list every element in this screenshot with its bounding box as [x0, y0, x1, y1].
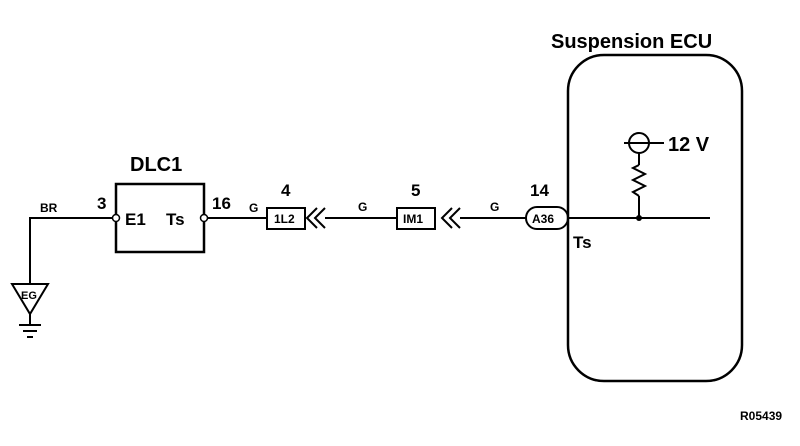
dlc1-pin-left: [111, 213, 121, 223]
im1-pin: 5: [411, 181, 420, 200]
ground-wire: [29, 217, 112, 284]
resistor-symbol: [630, 164, 648, 197]
1l2-label: 1L2: [274, 212, 295, 226]
1l2-pin: 4: [281, 181, 291, 200]
dlc1-pin-3: 3: [97, 194, 106, 213]
ground-wire-color: BR: [40, 201, 58, 215]
ecu-pin-number: 14: [530, 181, 549, 200]
dlc1-pin-right: [199, 213, 209, 223]
im1-connector-chevron: [448, 207, 461, 229]
dlc1-ts: Ts: [166, 210, 185, 229]
1l2-connector-chevron: [313, 207, 326, 229]
figure-code: R05439: [740, 409, 782, 423]
dlc1-pin-16: 16: [212, 194, 231, 213]
dlc1-title: DLC1: [130, 154, 182, 176]
dlc1-e1: E1: [125, 210, 146, 229]
im1-label: IM1: [403, 212, 423, 226]
ground-label: EG: [21, 290, 37, 302]
ecu-title: Suspension ECU: [551, 31, 712, 53]
ecu-terminal-label: Ts: [573, 233, 592, 252]
ground-triangle-icon: [10, 283, 50, 316]
1l2-connector-chevron: [305, 207, 318, 229]
im1-connector-chevron: [440, 207, 453, 229]
wire-color-mid: G: [358, 200, 367, 214]
ecu-connector-label: A36: [532, 212, 554, 226]
wire-color-ecu: G: [490, 200, 499, 214]
wire-color-dlc: G: [249, 201, 258, 215]
voltage-label: 12 V: [668, 134, 710, 156]
